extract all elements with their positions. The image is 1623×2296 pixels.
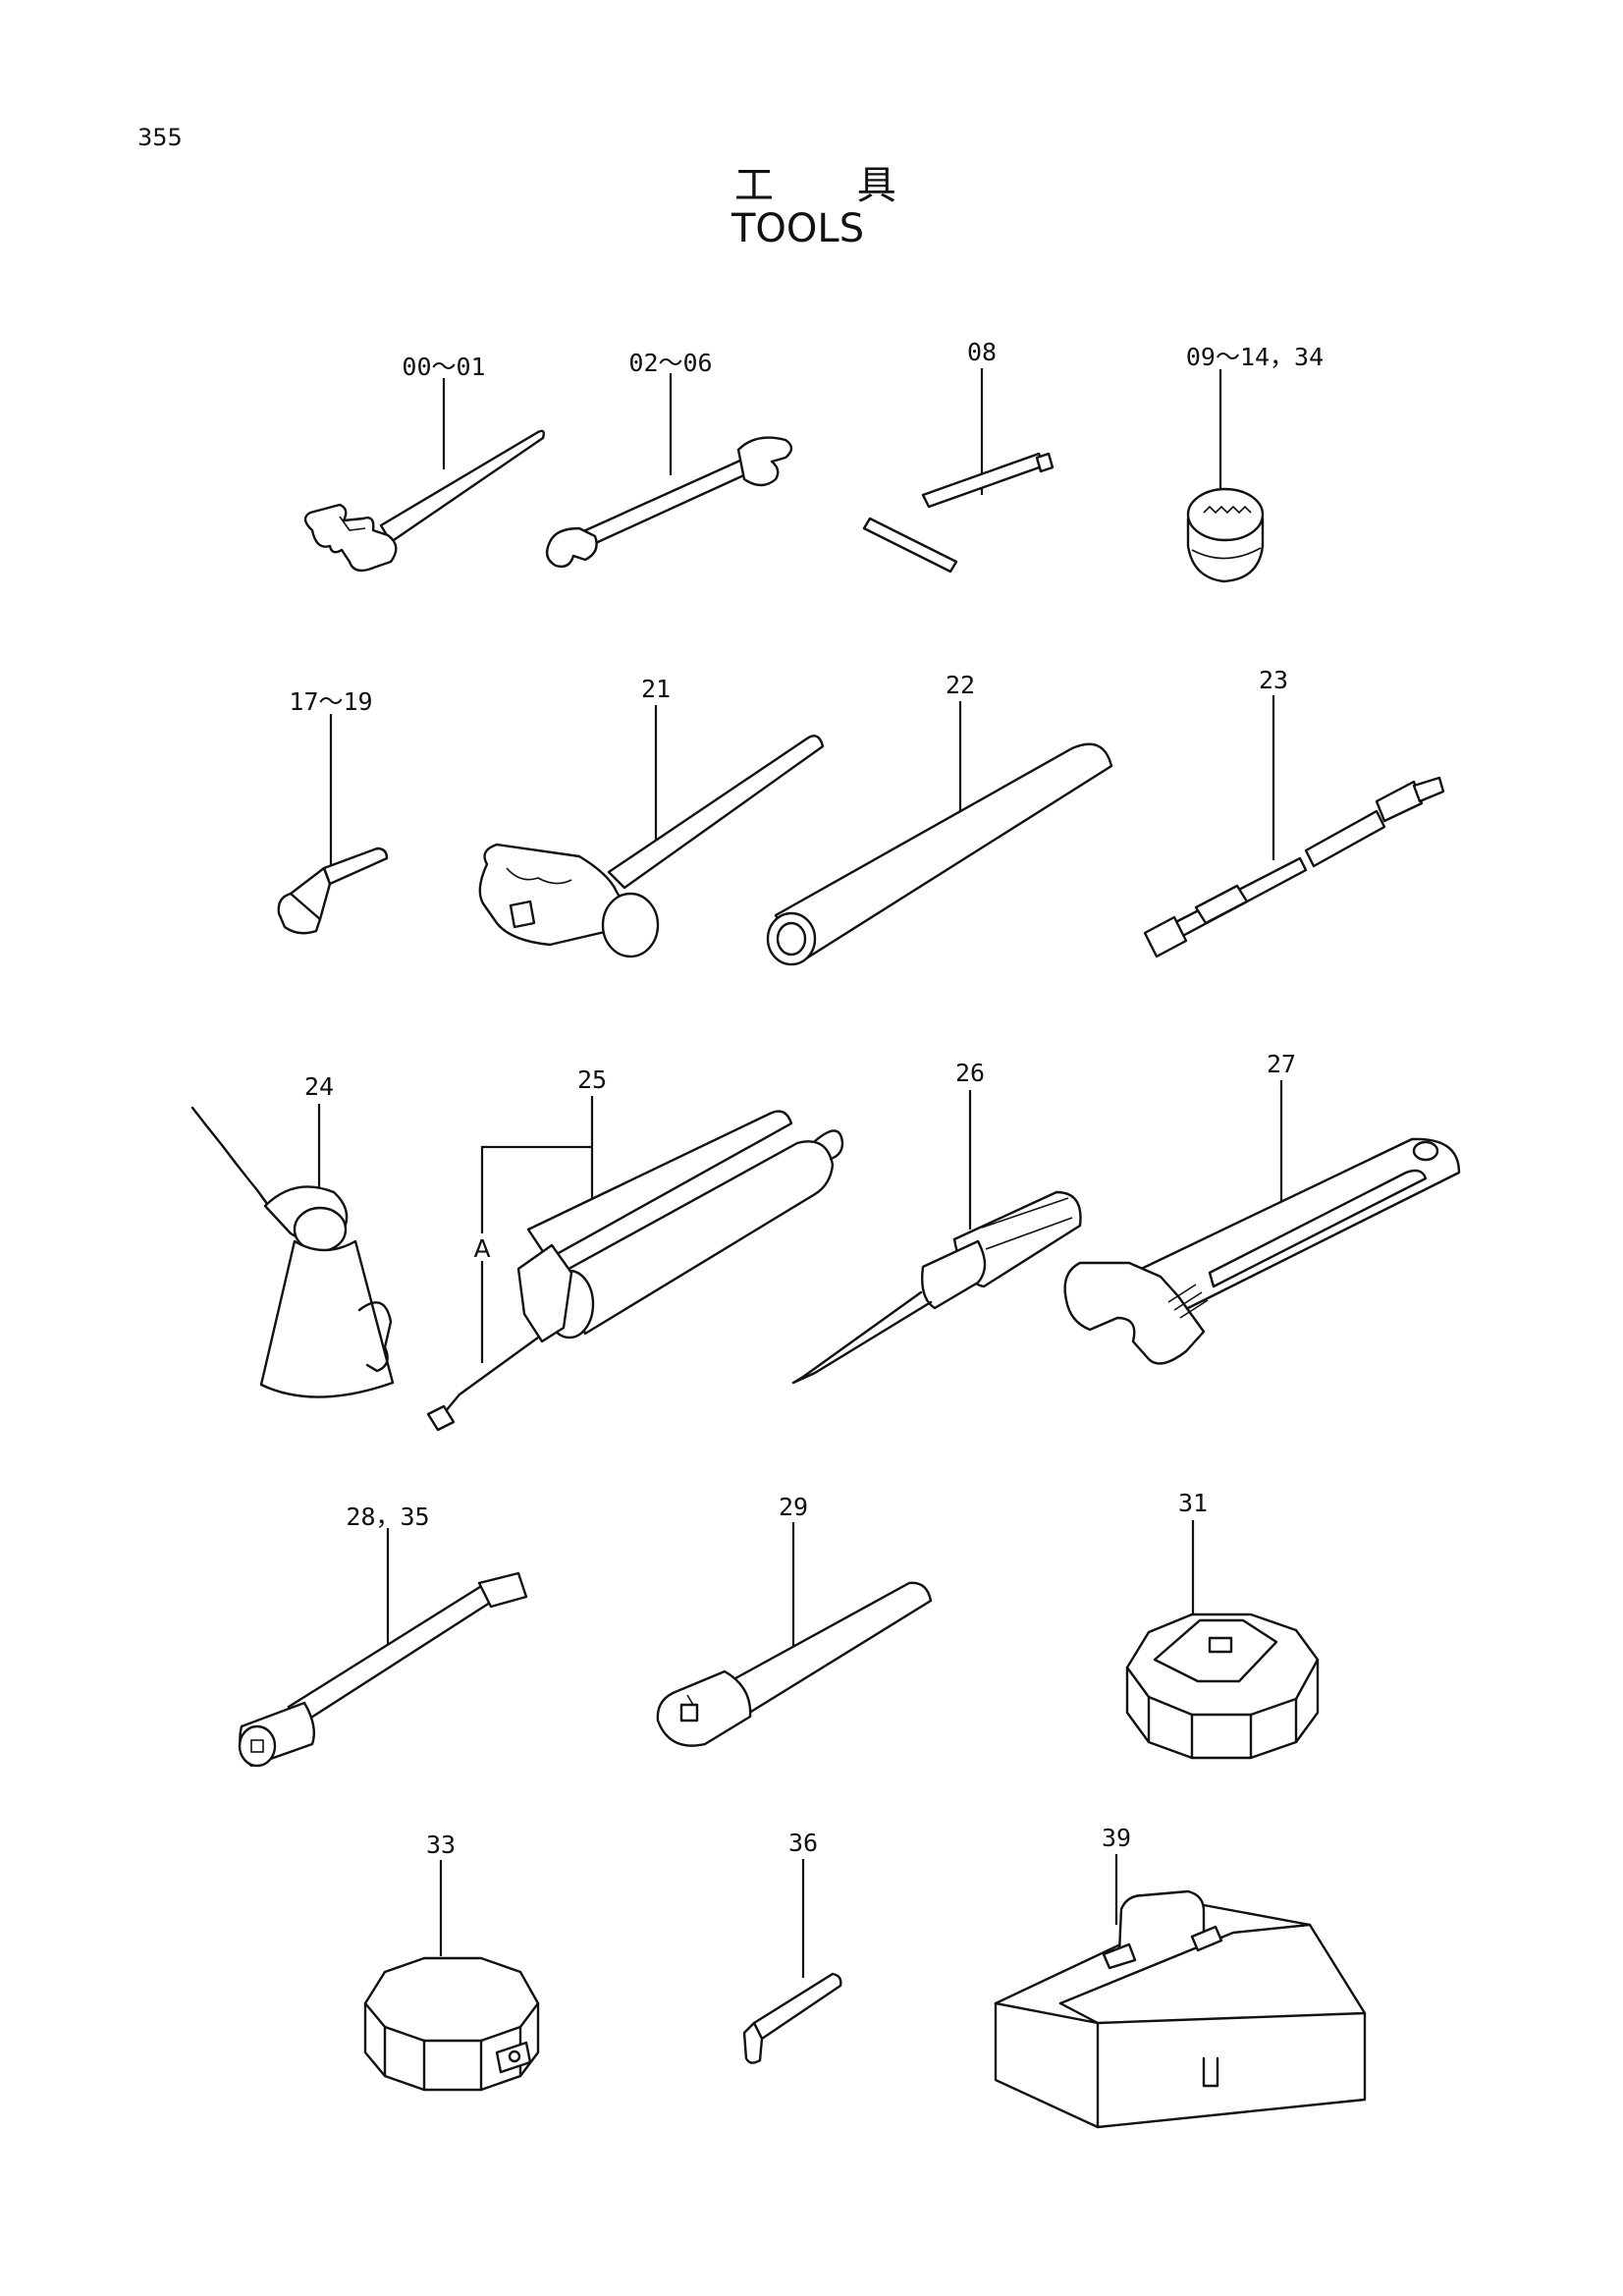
ratchet-handle-29: [656, 1522, 933, 1747]
extension-bar-23: [1143, 695, 1445, 958]
callout-label-25: 25: [576, 1066, 608, 1094]
callout-label-24: 24: [303, 1072, 335, 1101]
grease-gun-25: [426, 1096, 844, 1432]
callout-label-09-14-34: 09～14，34: [1185, 343, 1325, 371]
callout-label-22: 22: [945, 671, 976, 699]
callout-label-00-01: 00～01: [402, 353, 486, 381]
callout-label-27: 27: [1266, 1050, 1297, 1078]
screwdriver-26: [791, 1090, 1082, 1385]
double-open-wrench-02-06: [545, 373, 793, 569]
callout-label-36: 36: [787, 1829, 819, 1857]
callout-label-28-35: 28，35: [346, 1503, 430, 1531]
oil-can-24: [190, 1104, 395, 1398]
callout-label-21: 21: [640, 675, 672, 703]
t-bar-handle-08: [862, 368, 1055, 574]
socket-09-14-34: [1186, 369, 1265, 583]
filter-band-wrench-33: [363, 1860, 540, 2092]
callout-label-29: 29: [778, 1493, 809, 1521]
hammer-21: [478, 705, 825, 958]
callout-label-a: A: [473, 1234, 491, 1263]
pipe-22: [766, 701, 1113, 966]
callout-label-02-06: 02～06: [628, 349, 713, 377]
hex-key-17-19: [277, 714, 389, 935]
page-title-japanese: 工 具: [734, 163, 932, 208]
callout-label-26: 26: [954, 1059, 986, 1087]
tool-box-39: [994, 1854, 1367, 2129]
callout-label-17-19: 17～19: [289, 687, 373, 716]
callout-label-31: 31: [1177, 1489, 1209, 1517]
callout-label-39: 39: [1101, 1824, 1132, 1852]
callout-label-33: 33: [425, 1831, 457, 1859]
open-end-wrench-00-01: [303, 378, 546, 573]
adjustable-wrench-27: [1063, 1080, 1461, 1365]
socket-extension-bar-28-35: [238, 1528, 528, 1768]
page-number: 355: [137, 124, 183, 151]
page-title-english: TOOLS: [731, 206, 865, 251]
l-key-36: [742, 1859, 842, 2064]
callout-label-08: 08: [966, 338, 998, 366]
oil-filter-wrench-31: [1125, 1520, 1320, 1760]
callout-label-23: 23: [1258, 666, 1289, 694]
